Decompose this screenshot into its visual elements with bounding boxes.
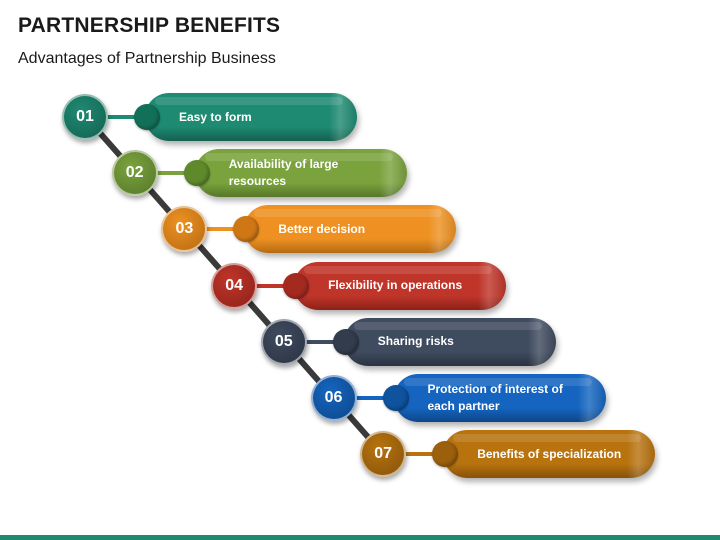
spine-line	[82, 113, 386, 457]
footer-accent-bar	[0, 535, 720, 540]
page-title: PARTNERSHIP BENEFITS	[18, 14, 281, 37]
page-subtitle: Advantages of Partnership Business	[18, 50, 276, 67]
